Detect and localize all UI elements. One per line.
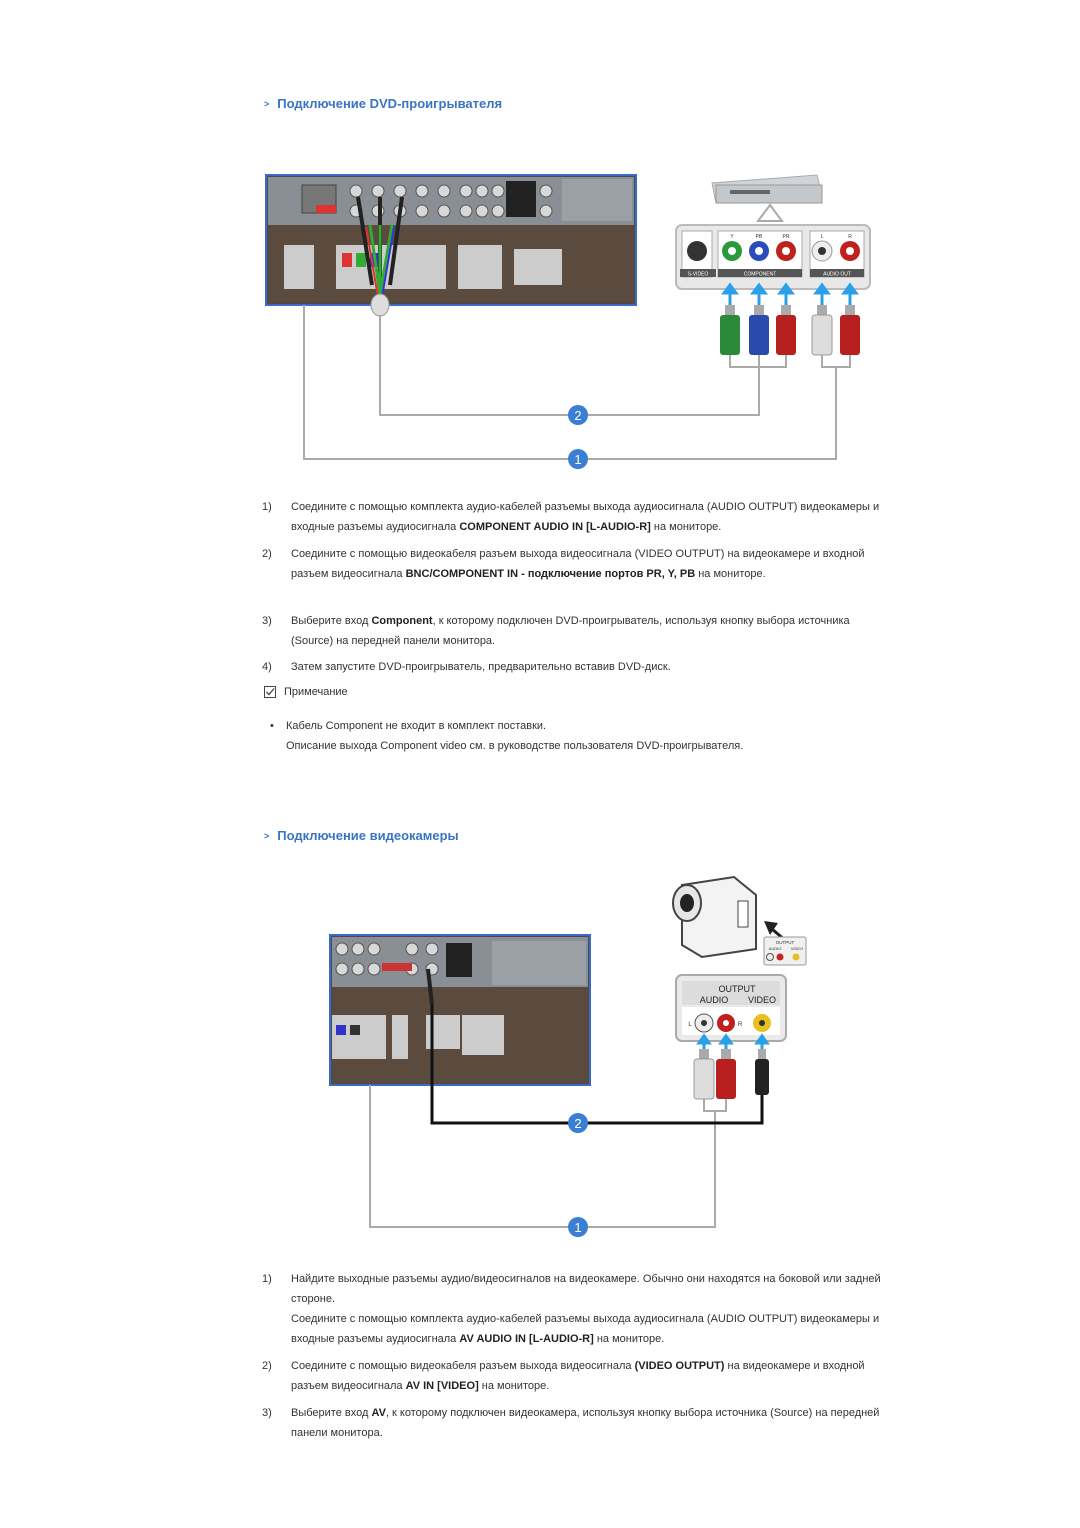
arrow-up-icon: [696, 1033, 770, 1051]
list-item: 3) Выберите вход Component, к которому п…: [262, 615, 850, 647]
pin-label-pr: PR: [783, 234, 790, 240]
dvd-player: [711, 174, 823, 204]
note-label: Примечание: [264, 686, 348, 698]
svg-text:OUTPUT: OUTPUT: [776, 940, 795, 945]
svg-text:VIDEO: VIDEO: [791, 946, 803, 951]
step-badge-2: 2: [568, 405, 588, 425]
pin-label-l: L: [821, 234, 824, 240]
checkbox-icon: [264, 686, 276, 698]
section-title: Подключение DVD-проигрывателя: [277, 96, 503, 111]
arrow-up-icon: [721, 282, 859, 307]
section-heading-dvd: > Подключение DVD-проигрывателя: [262, 96, 502, 111]
list-item: 2) Соедините с помощью видеокабеля разъе…: [262, 1360, 865, 1392]
monitor-back-panel: [265, 174, 637, 317]
step-badge-1: 1: [568, 1217, 588, 1237]
note-bullet: •Кабель Component не входит в комплект п…: [270, 717, 743, 756]
jack-label-svideo: S-VIDEO: [688, 272, 709, 278]
svg-text:OUTPUT: OUTPUT: [719, 984, 757, 994]
camcorder-output-jacks: OUTPUT AUDIO VIDEO L R: [675, 974, 787, 1042]
arrow-up-icon: [756, 203, 784, 222]
svg-text:1: 1: [574, 452, 581, 467]
svg-text:1: 1: [574, 1220, 581, 1235]
step-badge-2: 2: [568, 1113, 588, 1133]
step-badge-1: 1: [568, 449, 588, 469]
svg-text:R: R: [738, 1022, 743, 1028]
section-title: Подключение видеокамеры: [277, 828, 459, 843]
camcorder: [672, 875, 757, 959]
list-item: 1) Соедините с помощью комплекта аудио-к…: [262, 501, 880, 533]
jack-label-audio-out: AUDIO OUT: [823, 272, 851, 278]
chevron-right-icon: >: [264, 830, 270, 841]
rca-plugs: [720, 305, 860, 356]
section-heading-camcorder: > Подключение видеокамеры: [262, 828, 459, 843]
chevron-right-icon: >: [264, 98, 270, 109]
svg-text:AUDIO: AUDIO: [769, 946, 782, 951]
list-item: 1) Найдите выходные разъемы аудио/видеос…: [262, 1273, 881, 1305]
jack-label-component: COMPONENT: [744, 272, 777, 278]
list-item: 3) Выберите вход AV, к которому подключе…: [262, 1407, 880, 1439]
svg-text:AUDIO: AUDIO: [700, 995, 729, 1005]
monitor-back-panel: [329, 934, 591, 1086]
dvd-connection-diagram: S-VIDEO COMPONENT AUDIO OUT Y PB PR L R …: [265, 174, 871, 469]
camcorder-small-output: OUTPUT AUDIO VIDEO: [763, 936, 807, 966]
svg-text:2: 2: [574, 408, 581, 423]
svg-text:2: 2: [574, 1116, 581, 1131]
pin-label-pb: PB: [756, 234, 763, 240]
svg-text:VIDEO: VIDEO: [748, 995, 776, 1005]
svg-text:L: L: [688, 1022, 692, 1028]
list-item: 4) Затем запустите DVD-проигрыватель, пр…: [262, 661, 671, 673]
camcorder-connection-diagram: OUTPUT AUDIO VIDEO OUTPUT AUDIO VIDEO L …: [329, 875, 807, 1237]
cable-lines: [369, 1005, 764, 1228]
dvd-output-jacks: S-VIDEO COMPONENT AUDIO OUT Y PB PR L R: [675, 224, 871, 290]
rca-plugs: [693, 1049, 769, 1100]
pin-label-y: Y: [730, 234, 734, 240]
list-item: Соедините с помощью комплекта аудио-кабе…: [291, 1313, 880, 1345]
bullet-icon: •: [270, 720, 274, 732]
pin-label-r: R: [848, 234, 852, 240]
list-item: 2) Соедините с помощью видеокабеля разъе…: [262, 548, 865, 580]
